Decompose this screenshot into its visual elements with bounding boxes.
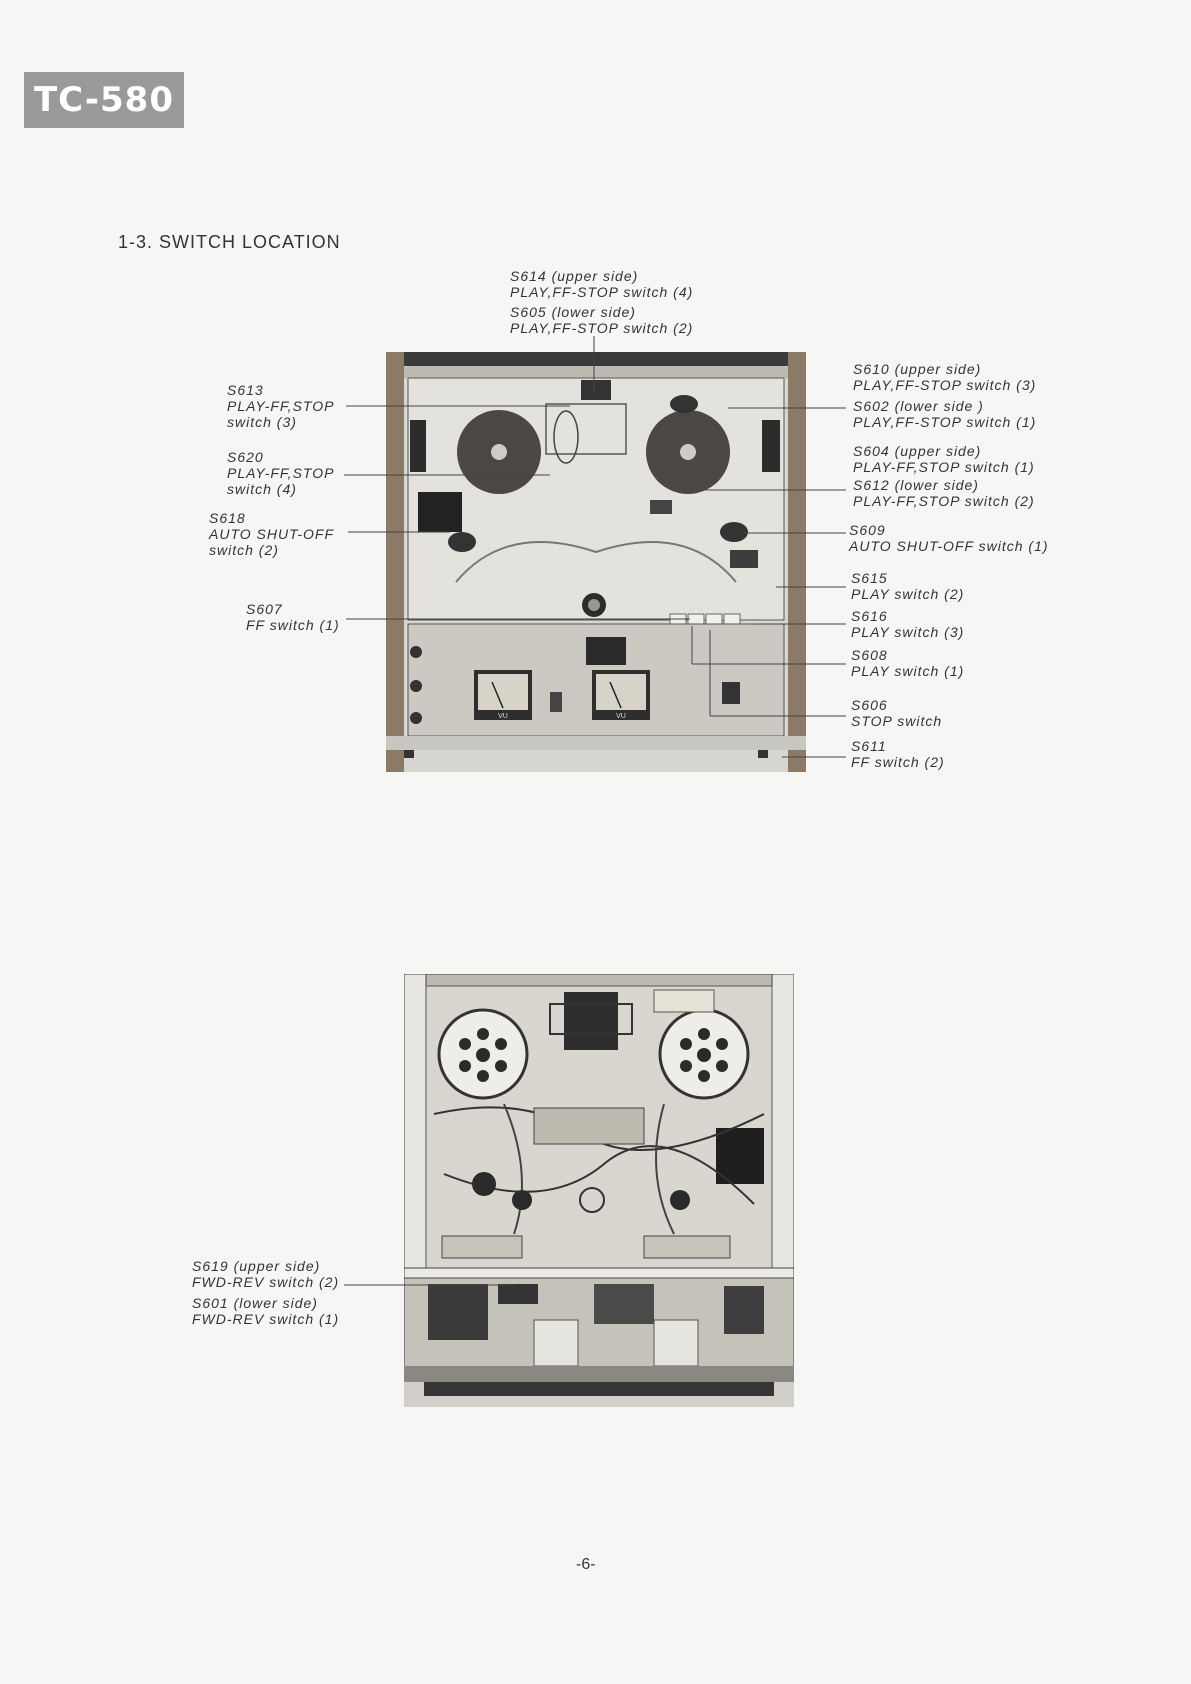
label-s601: S601 (lower side) FWD-REV switch (1) [192, 1295, 340, 1327]
label-s607: S607 FF switch (1) [246, 601, 340, 633]
label-s620: S620 PLAY-FF,STOP switch (4) [227, 449, 335, 497]
label-s614: S614 (upper side) PLAY,FF-STOP switch (4… [510, 268, 694, 300]
right-vu-label: VU [616, 713, 626, 720]
label-s604: S604 (upper side) PLAY-FF,STOP switch (1… [853, 443, 1035, 475]
label-s602: S602 (lower side ) PLAY,FF-STOP switch (… [853, 398, 1037, 430]
model-name: TC-580 [33, 80, 174, 120]
label-s612: S612 (lower side) PLAY-FF,STOP switch (2… [853, 477, 1035, 509]
label-s610: S610 (upper side) PLAY,FF-STOP switch (3… [853, 361, 1037, 393]
label-s606: S606 STOP switch [851, 697, 943, 729]
label-s619: S619 (upper side) FWD-REV switch (2) [192, 1258, 340, 1290]
deck-top-photo: VU VU [386, 352, 806, 772]
label-s615: S615 PLAY switch (2) [851, 570, 965, 602]
label-s608: S608 PLAY switch (1) [851, 647, 965, 679]
label-s613: S613 PLAY-FF,STOP switch (3) [227, 382, 335, 430]
deck-bottom-photo [404, 974, 794, 1407]
left-vu-label: VU [498, 713, 508, 720]
model-badge: TC-580 [24, 72, 184, 128]
label-s618: S618 AUTO SHUT-OFF switch (2) [209, 510, 335, 558]
label-s611: S611 FF switch (2) [851, 738, 945, 770]
label-s609: S609 AUTO SHUT-OFF switch (1) [849, 522, 1049, 554]
label-s616: S616 PLAY switch (3) [851, 608, 965, 640]
section-title: 1-3. SWITCH LOCATION [118, 232, 341, 252]
label-s605: S605 (lower side) PLAY,FF-STOP switch (2… [510, 304, 694, 336]
page-number: -6- [576, 1556, 596, 1573]
